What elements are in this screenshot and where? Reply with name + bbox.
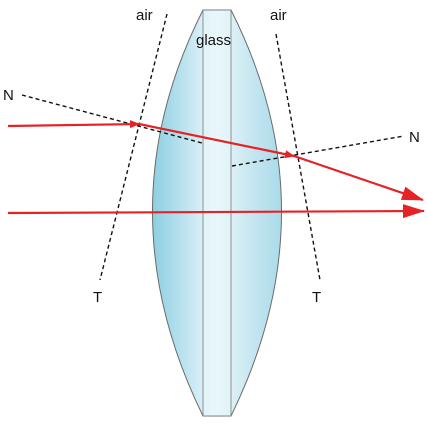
label-air-right: air [270,7,287,24]
label-tangent-right: T [312,289,321,306]
axial-ray [7,204,425,219]
label-tangent-left: T [93,289,102,306]
label-air-left: air [136,7,153,24]
label-glass: glass [196,32,231,49]
incident-ray [7,120,140,129]
normal-line-right [231,135,405,167]
label-normal-right: N [409,129,420,146]
emerging-ray [293,154,424,202]
tangent-line-left [99,13,168,281]
refracted-ray-inside [138,122,295,159]
normal-line-left [21,94,203,144]
label-normal-left: N [3,87,14,104]
